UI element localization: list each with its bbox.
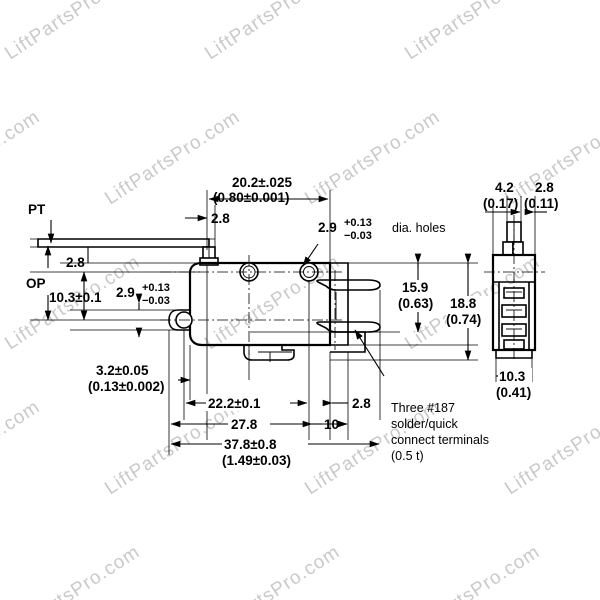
dim-top-offset: 2.8 bbox=[185, 211, 230, 226]
dim-end-2-8-in: (0.11) bbox=[524, 196, 559, 211]
dim-15-9-in: (0.63) bbox=[398, 296, 433, 311]
label-pt: PT bbox=[28, 202, 46, 217]
actuator-lever bbox=[37, 238, 210, 248]
label-pt-group: PT bbox=[28, 202, 55, 244]
dim-term-10: 10 bbox=[324, 417, 339, 432]
dim-3-2-in: (0.13±0.002) bbox=[88, 379, 164, 394]
plunger-button bbox=[199, 246, 219, 266]
dim-end-2-8: 2.8 (0.11) bbox=[524, 180, 559, 216]
dim-lever-gap: 2.8 bbox=[66, 247, 89, 270]
note-terminals-1: Three #187 bbox=[391, 401, 455, 415]
dim-2-9-right-plus: +0.13 bbox=[344, 217, 372, 229]
dim-22-2: 22.2±0.1 bbox=[208, 396, 261, 411]
note-terminals: Three #187 solder/quick connect terminal… bbox=[354, 329, 489, 463]
dim-height-15-9: 15.9 (0.63) bbox=[398, 253, 450, 333]
dim-overall-length: 37.8±0.8 (1.49±0.03) bbox=[170, 435, 380, 468]
dim-18-8-mm: 18.8 bbox=[450, 296, 477, 311]
dim-height-18-8: 18.8 (0.74) bbox=[446, 253, 496, 361]
terminal-blade-bottom bbox=[243, 345, 295, 362]
note-terminals-3: connect terminals bbox=[391, 433, 489, 447]
dim-2-9-left-plus: +0.13 bbox=[142, 282, 170, 294]
dim-terminal-2-8: 2.8 bbox=[322, 396, 371, 411]
dim-18-8-in: (0.74) bbox=[446, 312, 481, 327]
dim-10-3: 10.3±0.1 bbox=[49, 290, 102, 305]
dim-3-2-mm: 3.2±0.05 bbox=[96, 363, 149, 378]
dim-end-width-in: (0.41) bbox=[496, 385, 531, 400]
note-dia-holes: 2.9 +0.13 −0.03 dia. holes bbox=[302, 217, 446, 267]
terminal-blade-upper bbox=[316, 279, 381, 291]
dim-2-9-right: 2.9 bbox=[318, 220, 337, 235]
dim-15-9-mm: 15.9 bbox=[402, 280, 428, 295]
dim-2-9-left: 2.9 bbox=[116, 285, 135, 300]
dim-top-2-8: 2.8 bbox=[211, 211, 230, 226]
label-op-group: OP bbox=[26, 245, 52, 321]
dim-37-8-mm: 37.8±0.8 bbox=[224, 437, 277, 452]
dim-lever-2-8: 2.8 bbox=[66, 255, 85, 270]
dim-hole-spacing: 22.2±0.1 bbox=[185, 394, 308, 411]
switch-body bbox=[188, 261, 349, 347]
dim-end-4-2-mm: 4.2 bbox=[495, 180, 514, 195]
dim-op-travel: 10.3±0.1 bbox=[49, 271, 102, 321]
terminal-web bbox=[329, 290, 337, 322]
dim-2-9-left-minus: −0.03 bbox=[142, 295, 170, 307]
note-terminals-4: (0.5 t) bbox=[391, 449, 424, 463]
dim-hole-dia-left: 2.9 +0.13 −0.03 bbox=[116, 282, 170, 338]
dim-end-width-mm: 10.3 bbox=[499, 369, 526, 384]
dim-37-8-in: (1.49±0.03) bbox=[222, 453, 291, 468]
dim-end-4-2: 4.2 (0.17) bbox=[483, 180, 521, 216]
note-dia-holes-text: dia. holes bbox=[392, 221, 446, 235]
dim-27-8: 27.8 bbox=[231, 417, 258, 432]
dim-term-2-8: 2.8 bbox=[352, 396, 371, 411]
dim-end-2-8-mm: 2.8 bbox=[535, 180, 554, 195]
note-terminals-2: solder/quick bbox=[391, 417, 458, 431]
dim-end-4-2-in: (0.17) bbox=[483, 196, 518, 211]
dim-20-2-mm: 20.2±.025 bbox=[232, 175, 292, 190]
dim-2-9-right-minus: −0.03 bbox=[344, 230, 372, 242]
label-op: OP bbox=[26, 276, 46, 291]
dim-base-thickness: 3.2±0.05 (0.13±0.002) bbox=[88, 363, 191, 394]
dim-top-overall: 20.2±.025 (0.80±0.001) bbox=[208, 175, 329, 205]
dim-terminal-10: 10 bbox=[302, 417, 348, 432]
dim-20-2-in: (0.80±0.001) bbox=[213, 190, 289, 205]
end-view-switch bbox=[484, 196, 545, 382]
dim-end-width: 10.3 (0.41) bbox=[495, 368, 533, 400]
